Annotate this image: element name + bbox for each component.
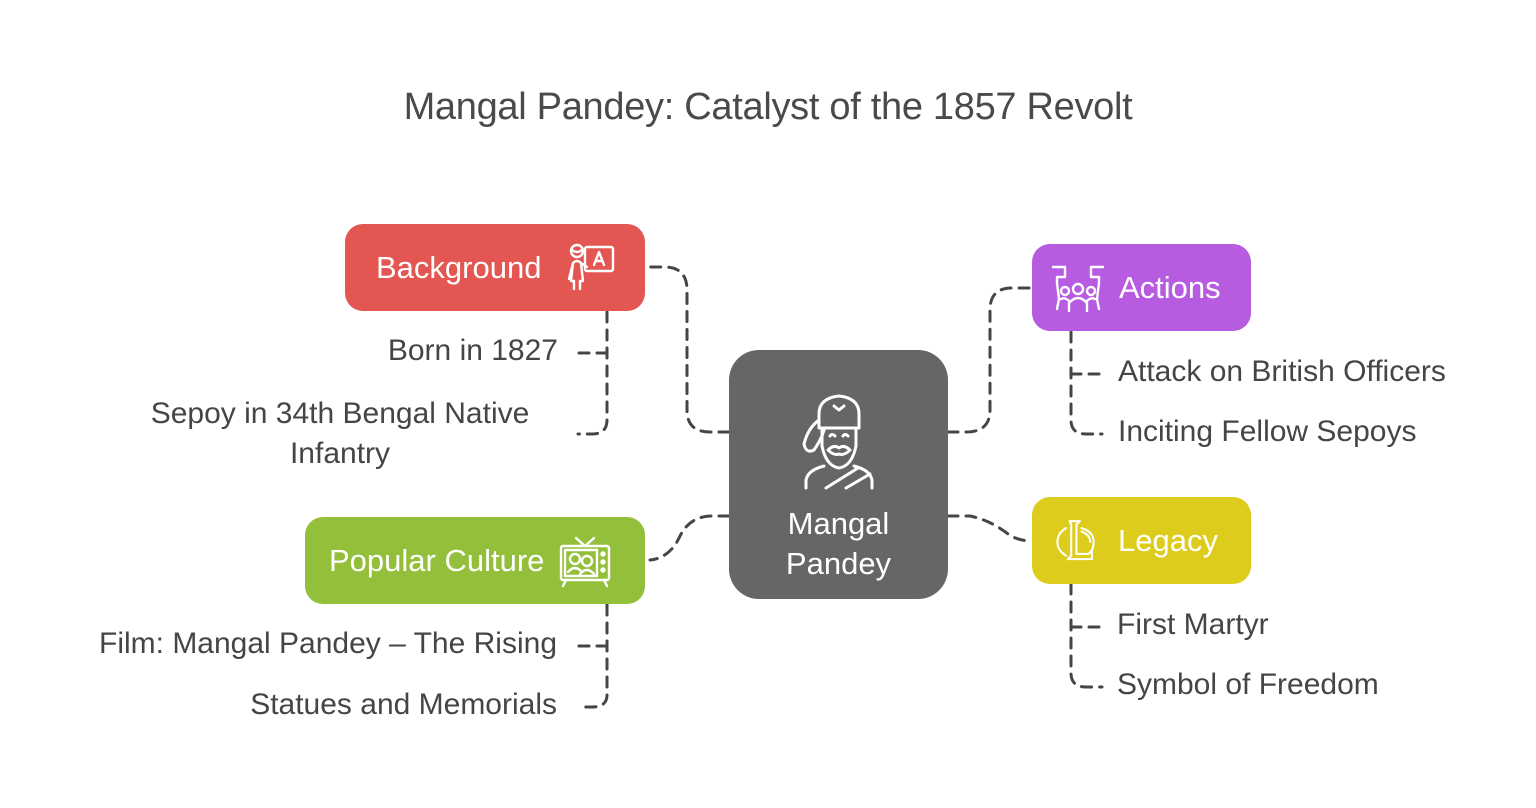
leaf-attack-british-officers: Attack on British Officers bbox=[1118, 355, 1446, 388]
actions-label: Actions bbox=[1119, 269, 1221, 305]
leaf-film-the-rising: Film: Mangal Pandey – The Rising bbox=[99, 627, 557, 660]
leaf-first-martyr: First Martyr bbox=[1117, 608, 1269, 641]
diagram-title: Mangal Pandey: Catalyst of the 1857 Revo… bbox=[403, 86, 1133, 128]
leaf-born-1827: Born in 1827 bbox=[387, 334, 558, 367]
legacy-l-emblem-icon bbox=[1056, 519, 1095, 560]
teacher-board-icon bbox=[568, 243, 615, 290]
background-label: Background bbox=[376, 249, 542, 285]
background-node[interactable]: Background bbox=[345, 224, 645, 311]
popular-culture-node[interactable]: Popular Culture bbox=[305, 517, 645, 604]
leaf-sepoy-34th-bengal: Sepoy in 34th Bengal Native Infantry bbox=[120, 394, 560, 474]
central-label-line1: Mangal bbox=[787, 506, 890, 541]
leaf-symbol-of-freedom: Symbol of Freedom bbox=[1117, 668, 1379, 701]
actions-node[interactable]: Actions bbox=[1032, 244, 1251, 331]
leaf-sepoy-line1: Sepoy in 34th Bengal Native bbox=[150, 397, 530, 430]
legacy-label: Legacy bbox=[1118, 522, 1218, 558]
central-topic-label: Mangal Pandey bbox=[786, 504, 891, 584]
protest-group-icon bbox=[1051, 265, 1105, 312]
television-icon bbox=[560, 536, 611, 587]
central-topic-node[interactable]: Mangal Pandey bbox=[729, 350, 948, 599]
popular-culture-label: Popular Culture bbox=[329, 542, 545, 578]
leaf-statues-memorials: Statues and Memorials bbox=[250, 688, 557, 721]
legacy-node[interactable]: Legacy bbox=[1032, 497, 1251, 584]
leaf-sepoy-line2: Infantry bbox=[289, 437, 391, 470]
central-label-line2: Pandey bbox=[785, 546, 892, 581]
leaf-inciting-fellow-sepoys: Inciting Fellow Sepoys bbox=[1118, 415, 1417, 448]
sepoy-soldier-icon bbox=[802, 394, 873, 490]
